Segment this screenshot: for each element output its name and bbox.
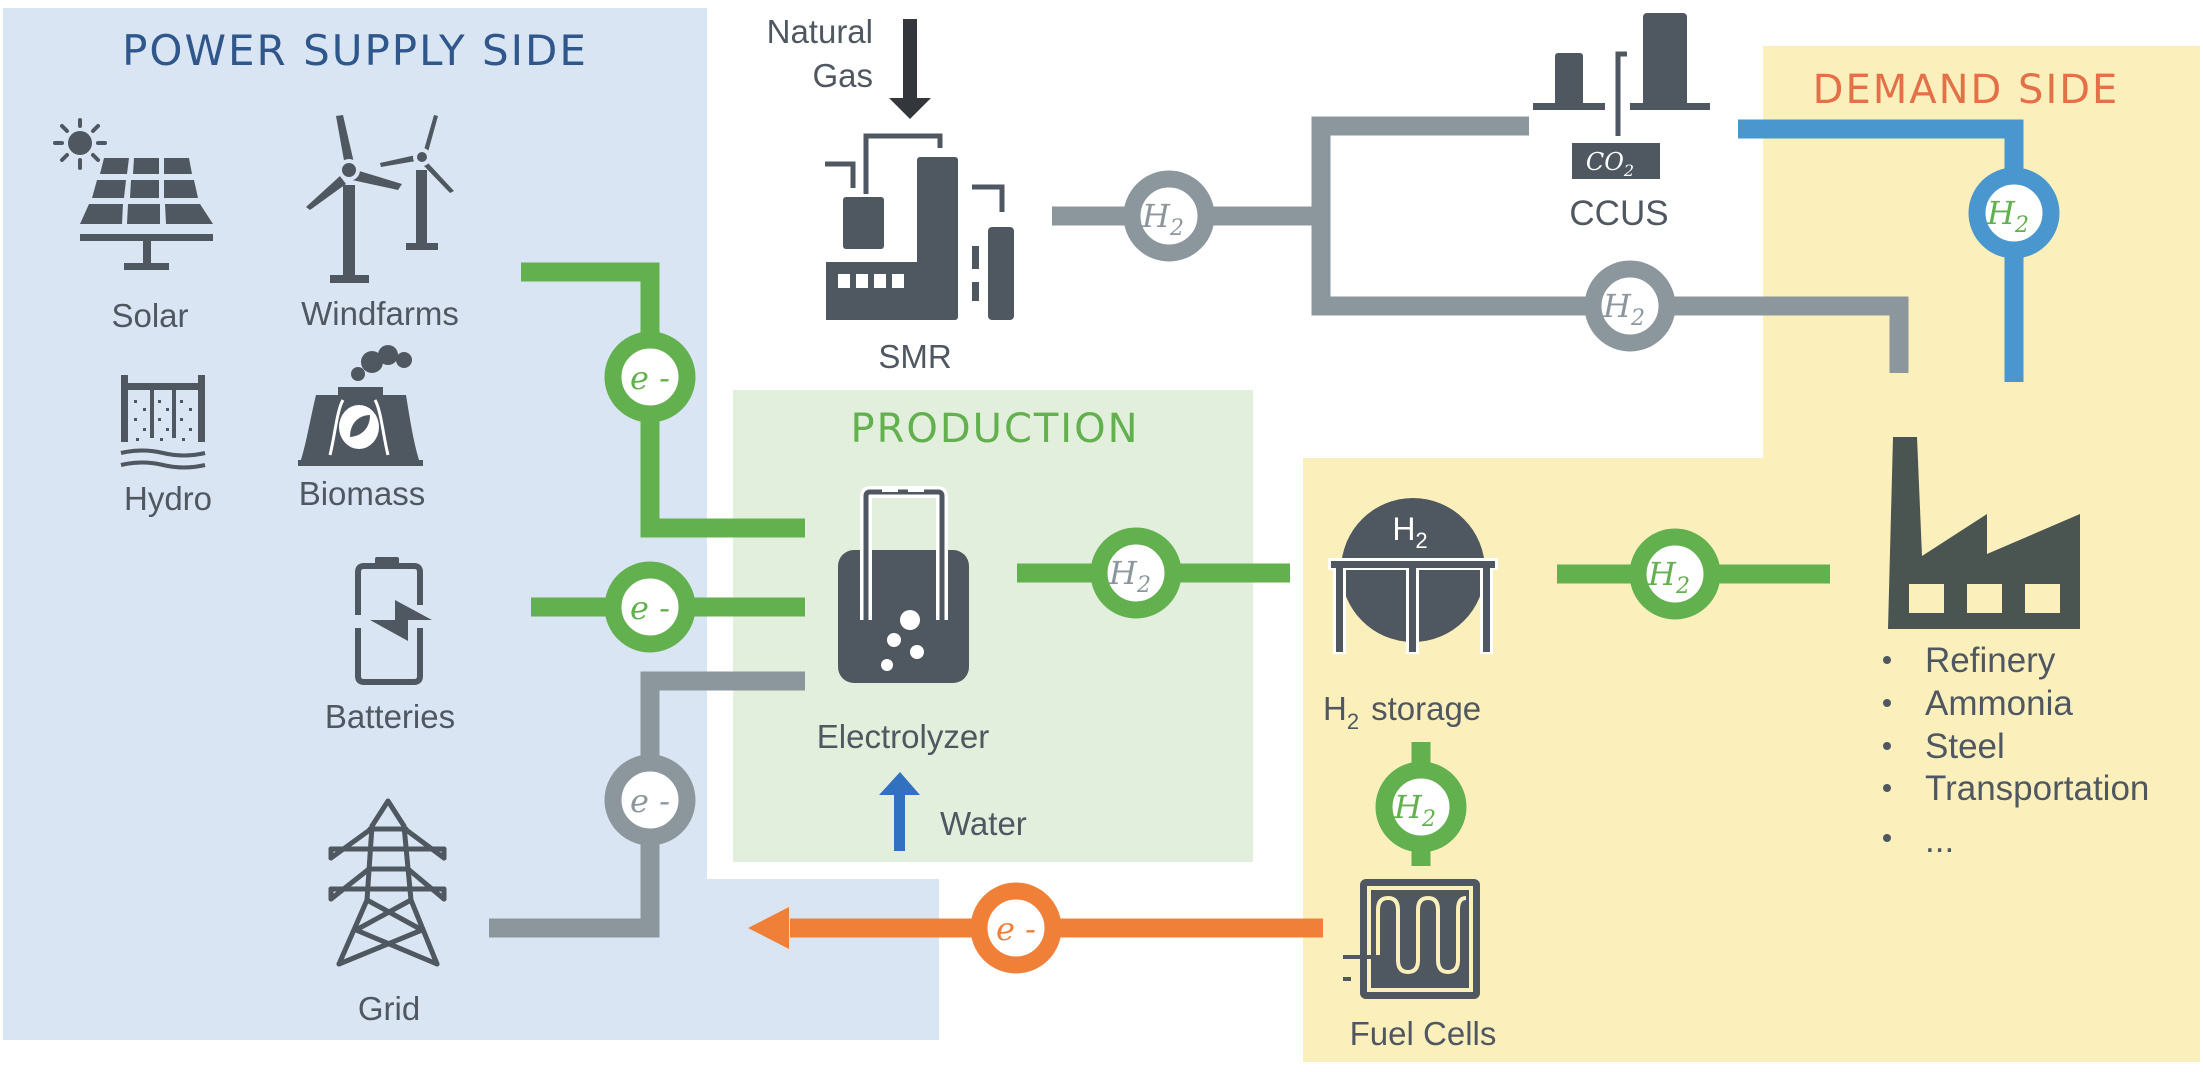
electrolyzer-label: Electrolyzer bbox=[817, 718, 989, 755]
hydro-label: Hydro bbox=[124, 480, 212, 517]
demand-side-title: DEMAND SIDE bbox=[1813, 67, 2120, 113]
svg-text:H2: H2 bbox=[1108, 554, 1151, 598]
h2-label: H bbox=[1602, 287, 1632, 325]
grid-label: Grid bbox=[358, 990, 420, 1027]
production-region bbox=[733, 390, 1253, 862]
solar-icon bbox=[53, 118, 213, 270]
svg-text:H2: H2 bbox=[1141, 197, 1184, 241]
electron-label: e - bbox=[630, 782, 670, 820]
windfarm-icon bbox=[306, 115, 454, 283]
hydro-icon bbox=[120, 375, 206, 470]
bullet-icon bbox=[1883, 834, 1891, 842]
water-arrow-icon bbox=[879, 772, 920, 851]
flow-node-batteries: e - bbox=[604, 561, 696, 653]
smr-plant-icon bbox=[825, 133, 1014, 320]
storage-h-subscript: 2 bbox=[1347, 709, 1359, 734]
flow-node-grid: e - bbox=[604, 754, 696, 846]
h2-subscript: 2 bbox=[1630, 306, 1645, 331]
solar-label: Solar bbox=[111, 297, 188, 334]
electron-label: e - bbox=[996, 910, 1036, 948]
flow-node-fuelcell: e - bbox=[970, 882, 1062, 974]
windfarms-label: Windfarms bbox=[301, 295, 459, 332]
flow-node-smr-demand-h2: H2 bbox=[1584, 260, 1676, 352]
tank-h-text: H bbox=[1392, 511, 1415, 547]
factory-windows bbox=[1909, 584, 2060, 613]
biomass-icon bbox=[298, 345, 423, 466]
fuel-cell-icon bbox=[1343, 879, 1480, 999]
flow-node-smr-h2: H2 bbox=[1123, 170, 1215, 262]
h2-subscript: 2 bbox=[1421, 807, 1436, 832]
svg-text:H2: H2 bbox=[1986, 194, 2029, 238]
demand-use-item: Refinery bbox=[1925, 641, 2056, 680]
power-supply-title: POWER SUPPLY SIDE bbox=[122, 26, 588, 75]
biomass-label: Biomass bbox=[299, 475, 426, 512]
demand-use-item: Transportation bbox=[1925, 769, 2149, 808]
storage-h-text: H bbox=[1323, 690, 1347, 727]
h2-subscript: 2 bbox=[1136, 573, 1151, 598]
flow-node-storage-demand-h2: H2 bbox=[1629, 528, 1721, 620]
electrolyzer-icon bbox=[838, 486, 969, 683]
h2-storage-tank-icon bbox=[1328, 498, 1498, 654]
bullet-icon bbox=[1883, 656, 1891, 664]
svg-text:H2: H2 bbox=[1647, 555, 1690, 599]
fuel-cells-label: Fuel Cells bbox=[1350, 1015, 1497, 1052]
production-title: PRODUCTION bbox=[850, 406, 1139, 452]
electron-label: e - bbox=[630, 589, 670, 627]
flow-node-electrolyzer-h2: H2 bbox=[1090, 527, 1182, 619]
ccus-icon bbox=[1533, 13, 1710, 179]
h2-subscript: 2 bbox=[1675, 574, 1690, 599]
co2-text: CO bbox=[1586, 148, 1624, 176]
storage-rest-text: storage bbox=[1371, 690, 1481, 727]
ccus-label: CCUS bbox=[1569, 194, 1668, 233]
svg-text:H2: H2 bbox=[1393, 788, 1436, 832]
h2-subscript: 2 bbox=[2014, 213, 2029, 238]
flow-node-renewables: e - bbox=[604, 331, 696, 423]
smr-label: SMR bbox=[878, 338, 951, 375]
bullet-icon bbox=[1883, 699, 1891, 707]
demand-uses-list: RefineryAmmoniaSteelTransportation... bbox=[1883, 641, 2149, 860]
grid-tower-icon bbox=[328, 798, 447, 967]
factory-icon bbox=[1888, 437, 2080, 629]
demand-use-item: Steel bbox=[1925, 727, 2005, 766]
demand-use-item: Ammonia bbox=[1925, 684, 2073, 723]
co2-label: CO2 bbox=[1586, 148, 1634, 180]
h2-label: H bbox=[1393, 788, 1423, 826]
h2-label: H bbox=[1108, 554, 1138, 592]
h2-subscript: 2 bbox=[1169, 216, 1184, 241]
co2-subscript: 2 bbox=[1623, 161, 1634, 180]
bullet-icon bbox=[1883, 742, 1891, 750]
batteries-label: Batteries bbox=[325, 698, 455, 735]
demand-region bbox=[1303, 46, 2200, 1062]
smr-ccus-pipe bbox=[1311, 116, 1909, 373]
demand-use-item: ... bbox=[1925, 821, 1954, 860]
tank-h2-label: H2 bbox=[1392, 511, 1427, 553]
water-label: Water bbox=[940, 805, 1027, 842]
battery-icon bbox=[355, 557, 432, 685]
tank-h-subscript: 2 bbox=[1415, 528, 1427, 553]
fuelcell-grid-arrowhead bbox=[748, 907, 789, 949]
electron-label: e - bbox=[630, 359, 670, 397]
natural-gas-arrow-icon bbox=[889, 19, 931, 119]
h2-label: H bbox=[1647, 555, 1677, 593]
power-supply-region bbox=[3, 8, 939, 1040]
flow-node-ccus-h2: H2 bbox=[1968, 167, 2060, 259]
svg-text:H2: H2 bbox=[1602, 287, 1645, 331]
bullet-icon bbox=[1883, 784, 1891, 792]
natural-gas-label-line2: Gas bbox=[812, 57, 873, 94]
h2-storage-label: H2 storage bbox=[1323, 690, 1481, 734]
flow-node-storage-fuelcell-h2: H2 bbox=[1375, 761, 1467, 853]
natural-gas-label-line1: Natural bbox=[767, 13, 873, 50]
h2-label: H bbox=[1141, 197, 1171, 235]
ccus-demand-pipe bbox=[1738, 119, 2024, 382]
h2-label: H bbox=[1986, 194, 2016, 232]
